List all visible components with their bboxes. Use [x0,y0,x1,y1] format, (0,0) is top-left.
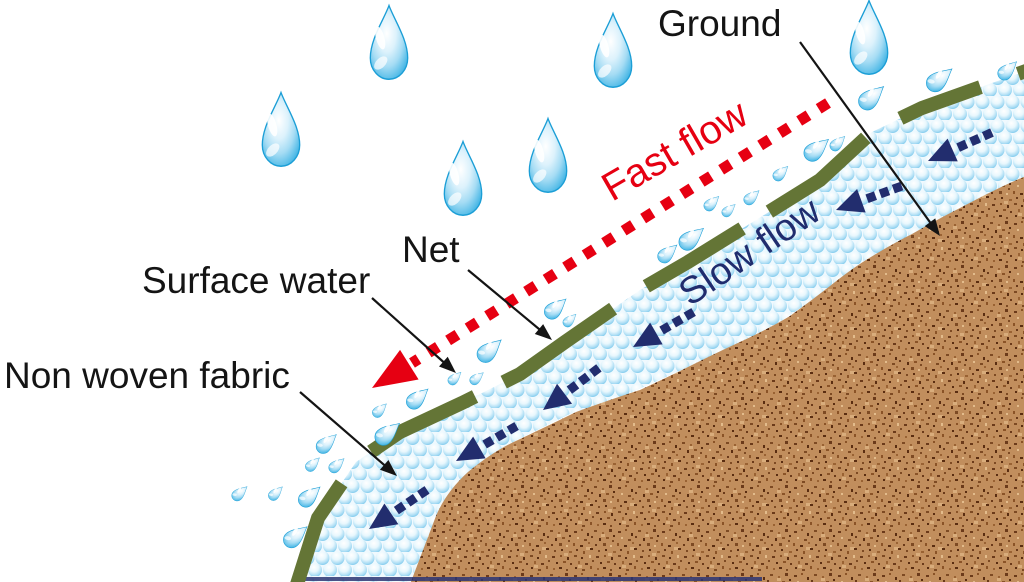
droplet-icon [402,383,434,413]
net-label: Net [402,229,460,270]
fast-flow-label: Fast flow [595,92,756,210]
net-layer [290,64,1024,582]
non-woven-fabric-label: Non woven fabric [4,355,290,396]
droplet-icon [467,368,487,388]
droplet-icon [741,186,763,208]
droplet-icon [473,333,508,367]
droplet-icon [229,482,251,504]
raindrop-icon [593,12,633,88]
droplet-icon [326,454,348,476]
callouts: Ground Net Surface water Non woven fabri… [4,3,946,481]
raindrops [261,0,889,216]
raindrop-icon [443,140,483,216]
ground-surface [410,176,1024,582]
raindrop-icon [261,91,301,167]
raindrop-icon [528,117,568,193]
droplet-icon [370,399,391,420]
fast-flow-arrow [372,98,831,388]
droplet-icon [770,162,792,184]
droplet-icon [303,453,324,474]
raindrop-icon [369,4,409,80]
droplet-icon [854,79,890,114]
fast-flow-arrowhead-icon [372,349,419,388]
droplet-icon [701,192,723,214]
net-leader-line [467,269,546,335]
bottom-cut-line [296,577,762,581]
droplet-icon [266,482,287,503]
non-woven-fabric-leader-line [299,391,391,471]
ground-label: Ground [658,3,781,44]
droplet-icon [312,429,342,457]
surface-water-leader-line [371,297,450,368]
droplet-icon [800,132,835,166]
droplet-icon [719,200,739,220]
surface-water-label: Surface water [142,260,370,301]
ground-layer [410,176,1024,582]
ground-leader-line [799,41,933,226]
raindrop-icon [849,0,889,75]
